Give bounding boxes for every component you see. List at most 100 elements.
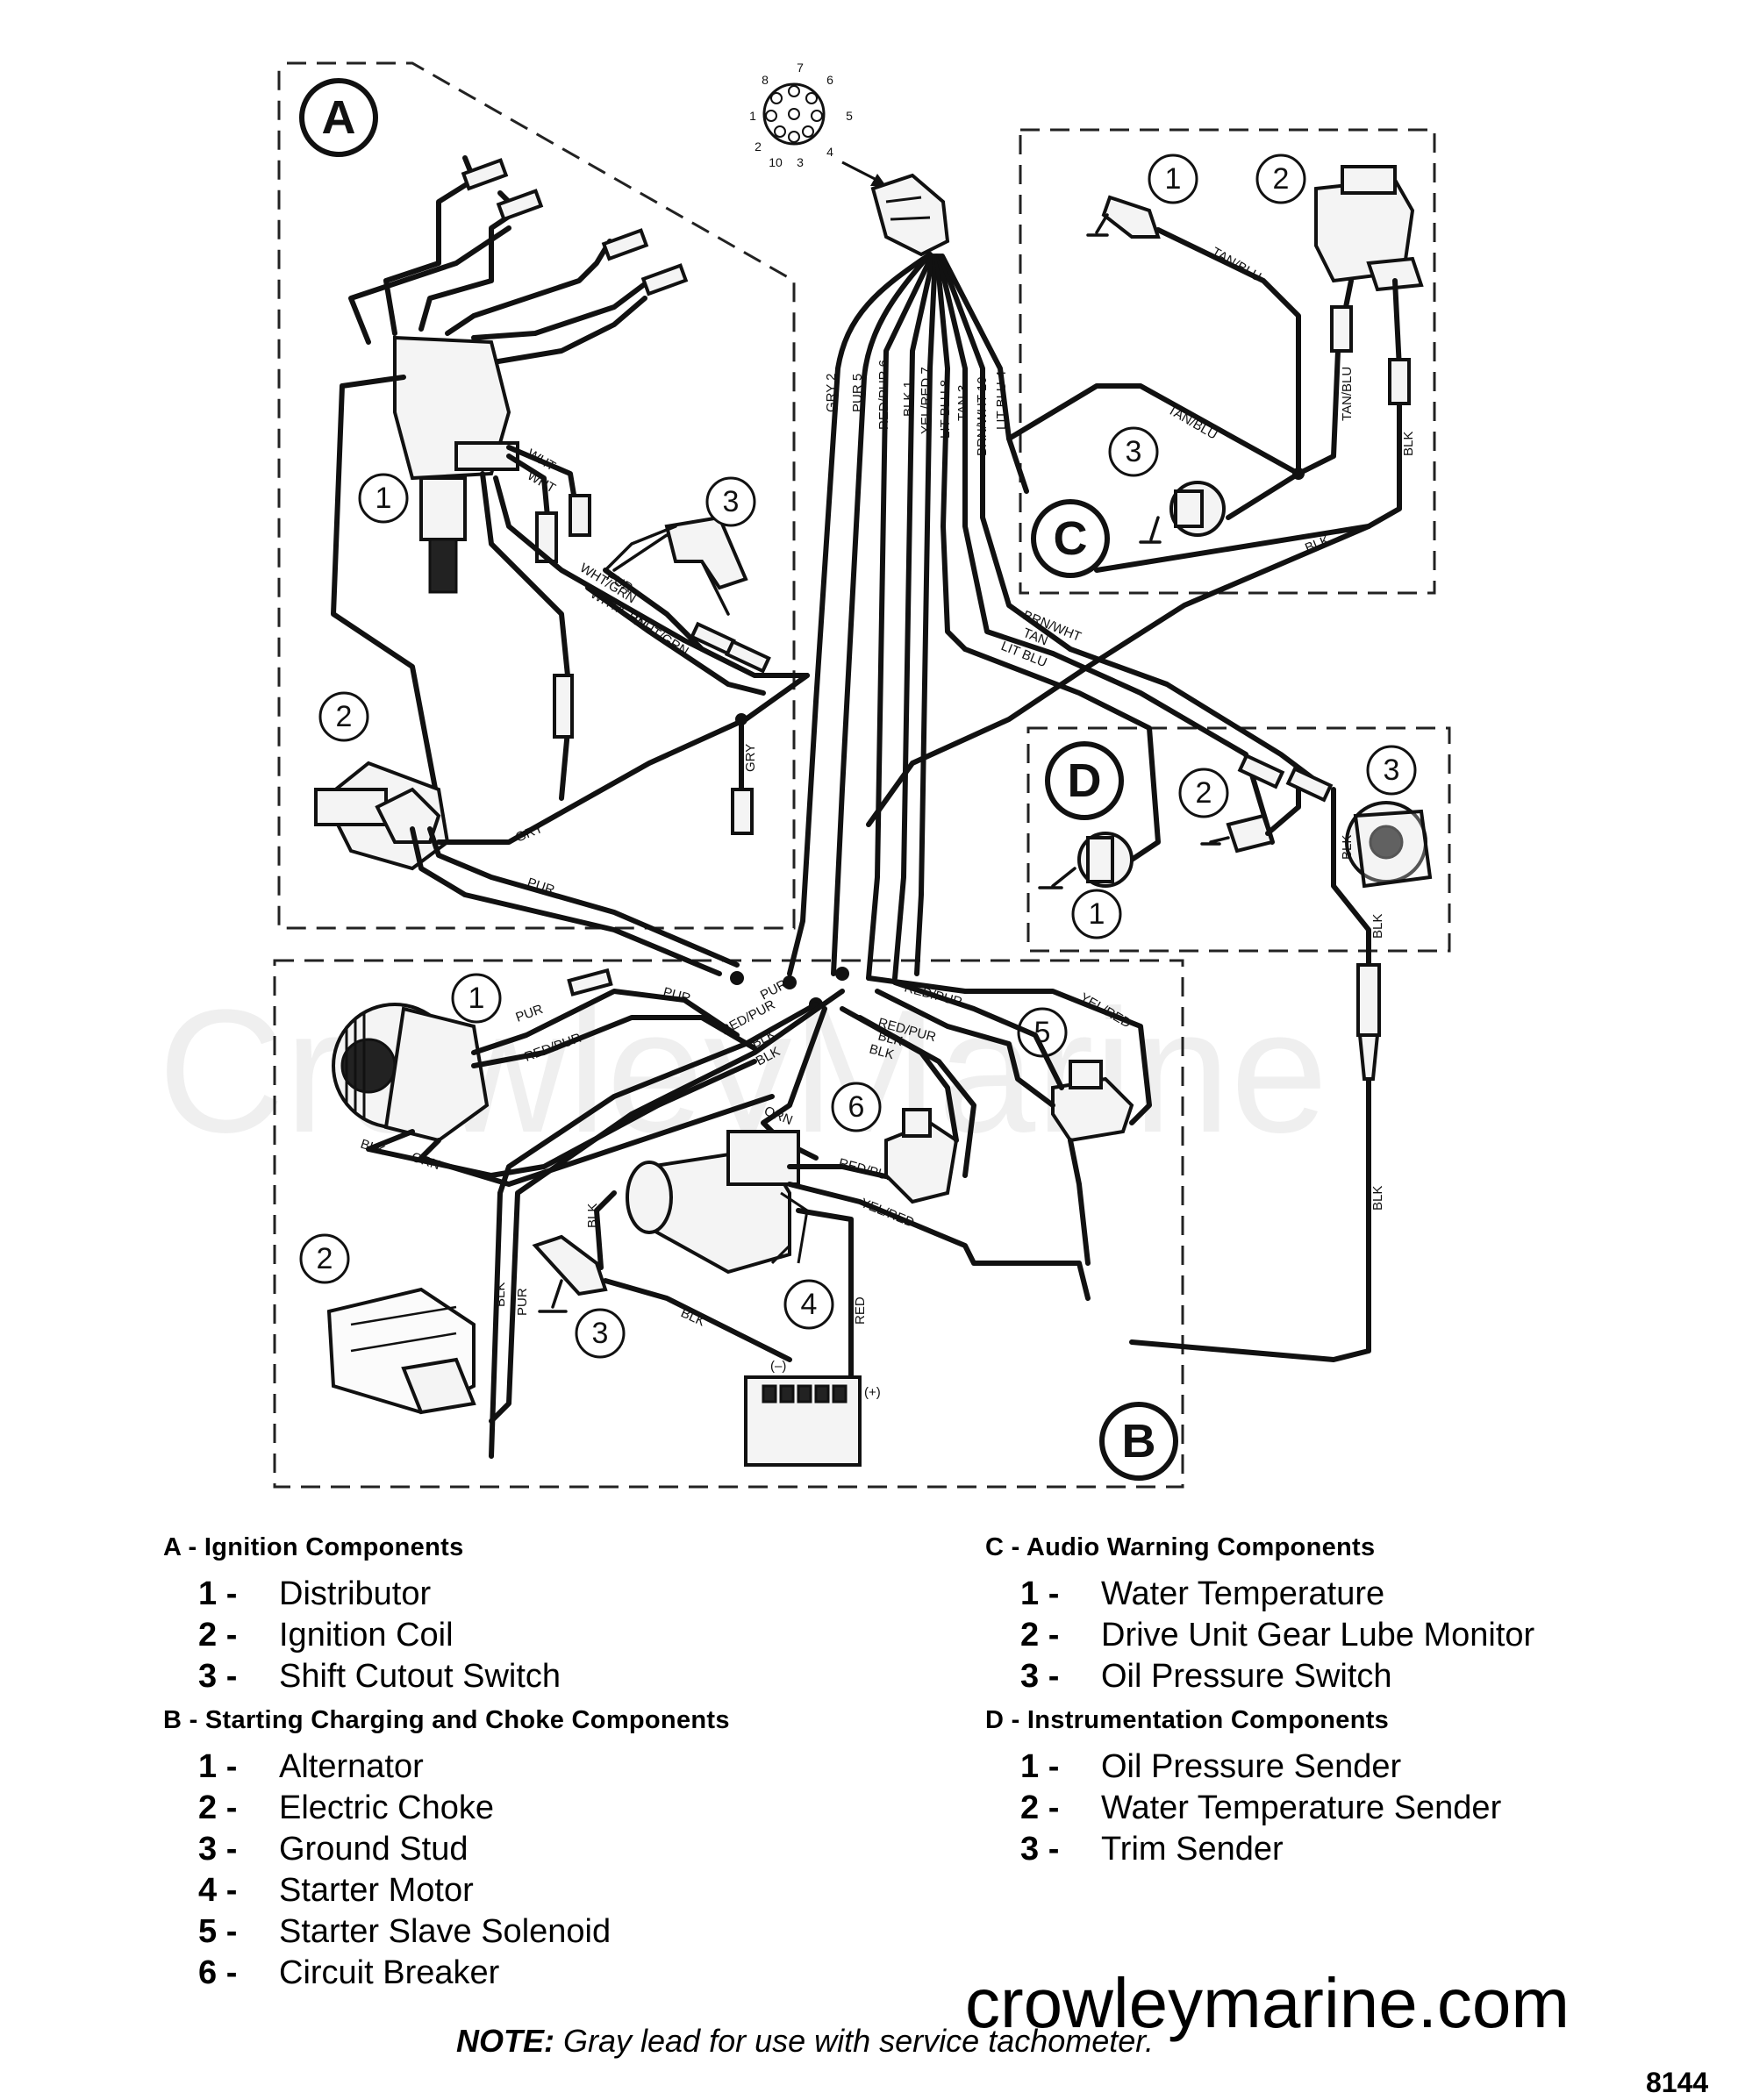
- svg-text:C: C: [1054, 512, 1088, 565]
- trim-sender-callout: 3: [1366, 745, 1417, 796]
- blk-to-choke-wire: [489, 989, 845, 1424]
- starter-motor: [626, 1130, 809, 1275]
- gear-blk-wire: [1094, 278, 1402, 573]
- legend-item: 2 -Ignition Coil: [198, 1617, 454, 1654]
- svg-text:RED/PUR 6: RED/PUR 6: [876, 360, 891, 430]
- svg-text:7: 7: [797, 61, 804, 75]
- coil-pur-wire-2: [427, 826, 740, 968]
- svg-text:GRY: GRY: [743, 744, 758, 772]
- legend-item: 1 -Oil Pressure Sender: [1020, 1748, 1402, 1785]
- svg-text:1: 1: [375, 482, 392, 515]
- svg-text:LIT BLU 4: LIT BLU 4: [994, 371, 1009, 430]
- oil-pressure-lead: [1226, 471, 1301, 520]
- distributor-wht-lead: [506, 454, 551, 529]
- legend-heading-a: A - Ignition Components: [163, 1533, 464, 1561]
- svg-text:10: 10: [769, 155, 783, 169]
- slave-solenoid-callout: 5: [1017, 1007, 1068, 1058]
- legend-section-c: C - Audio Warning Components 1 -Water Te…: [985, 1533, 1722, 1697]
- legend-item: 6 -Circuit Breaker: [198, 1954, 500, 1991]
- svg-text:BLK: BLK: [678, 1305, 707, 1329]
- solenoid-lead: [1068, 1138, 1091, 1266]
- svg-text:BLK: BLK: [868, 1041, 896, 1062]
- svg-text:1: 1: [1089, 897, 1105, 931]
- battery: [744, 1375, 862, 1467]
- circuit-breaker: [884, 1108, 959, 1204]
- gear-lube-monitor: [1314, 165, 1424, 292]
- svg-text:BLK 1: BLK 1: [901, 381, 916, 417]
- svg-text:3: 3: [723, 485, 740, 518]
- svg-text:BLK: BLK: [585, 1204, 600, 1228]
- svg-text:WHT: WHT: [525, 468, 558, 496]
- svg-text:1: 1: [468, 982, 485, 1015]
- legend-left-column: A - Ignition Components 1 -Distributor 2…: [163, 1533, 953, 2003]
- legend-item: 1 -Water Temperature: [1020, 1575, 1385, 1612]
- ground-stud: [532, 1234, 608, 1313]
- legend-item: 2 -Drive Unit Gear Lube Monitor: [1020, 1617, 1535, 1654]
- battery-pos-label: (+): [864, 1385, 881, 1400]
- svg-text:2: 2: [1273, 162, 1290, 196]
- trim-sender: [1345, 801, 1433, 889]
- svg-text:4: 4: [801, 1288, 818, 1321]
- note: NOTE: Gray lead for use with service tac…: [456, 2023, 1154, 2060]
- svg-text:BLK: BLK: [1401, 432, 1416, 456]
- section-b-badge: B: [1099, 1402, 1178, 1481]
- svg-text:3: 3: [592, 1317, 609, 1350]
- svg-text:2: 2: [336, 700, 353, 733]
- alt-pur-wire: [471, 989, 740, 1055]
- legend-heading-c: C - Audio Warning Components: [985, 1533, 1376, 1561]
- alternator-callout: 1: [451, 973, 502, 1024]
- shift-cutout-callout: 3: [705, 476, 756, 527]
- water-temp-sender-callout: 2: [1178, 768, 1229, 818]
- ignition-coil: [314, 761, 450, 871]
- oil-pressure-switch: [1139, 481, 1226, 544]
- svg-text:3: 3: [1384, 754, 1400, 787]
- legend-item: 3 -Oil Pressure Switch: [1020, 1658, 1392, 1695]
- svg-text:2: 2: [1196, 776, 1212, 810]
- starter-red-cable: [796, 1208, 854, 1389]
- distributor-callout: 1 - 1: [358, 473, 409, 524]
- alt-blk-wire: [366, 1059, 757, 1178]
- legend-item: 5 -Starter Slave Solenoid: [198, 1913, 612, 1950]
- pur-to-choke-wire: [489, 1002, 819, 1459]
- lit-blu-wire: [962, 646, 1161, 862]
- main-harness: [787, 252, 1073, 981]
- blk-to-solenoid: [875, 989, 1055, 1108]
- water-temp-sender-lead: [1265, 778, 1301, 836]
- ground-stud-callout: 3: [575, 1308, 626, 1359]
- section-d-badge: D: [1045, 741, 1124, 820]
- legend-item: 3 -Trim Sender: [1020, 1831, 1284, 1868]
- section-c-badge: C: [1031, 499, 1110, 578]
- connector-pinout: 7 8 6 1 5 2 10 3 4: [749, 61, 886, 186]
- svg-text:PUR: PUR: [515, 1288, 530, 1316]
- svg-text:BLK: BLK: [1370, 914, 1385, 939]
- legend-right-column: C - Audio Warning Components 1 -Water Te…: [985, 1533, 1722, 1879]
- alt-red-pur-wire: [471, 1015, 757, 1068]
- ignition-coil-callout: 2: [318, 691, 369, 742]
- svg-text:6: 6: [848, 1090, 865, 1124]
- battery-neg-cable: [603, 1278, 792, 1362]
- breaker-blk-wire: [857, 1015, 976, 1178]
- svg-text:5: 5: [846, 109, 853, 123]
- gear-lube-callout: 2: [1255, 154, 1306, 204]
- svg-text:TAN/BLU: TAN/BLU: [1209, 245, 1263, 285]
- water-temperature-switch: [1086, 195, 1161, 239]
- legend-item: 4 -Starter Motor: [198, 1872, 474, 1909]
- tan-blu-wire-1: [1155, 227, 1301, 476]
- wiring-diagram: CrowleyMarine A B C D 7 8 6 1 5 2 1: [158, 61, 1451, 1489]
- svg-text:GRY 2: GRY 2: [824, 374, 839, 412]
- svg-text:YEL/RED: YEL/RED: [859, 1196, 917, 1231]
- section-c-boundary: [1019, 128, 1436, 595]
- svg-text:GRY: GRY: [513, 821, 545, 846]
- svg-text:3: 3: [1126, 435, 1142, 468]
- yel-red-harness-wire: [866, 975, 1152, 1125]
- legend-item: 3 -Ground Stud: [198, 1831, 468, 1868]
- svg-text:TAN/BLU: TAN/BLU: [1340, 367, 1355, 421]
- svg-text:2: 2: [317, 1242, 333, 1275]
- svg-text:6: 6: [826, 73, 833, 87]
- starter-yel-red-wire: [787, 1182, 1091, 1301]
- ground-blk-lead: [594, 1190, 617, 1270]
- oil-pressure-switch-callout: 3: [1108, 426, 1159, 477]
- svg-text:BLK: BLK: [493, 1282, 508, 1307]
- section-a-boundary: [277, 61, 796, 930]
- section-a-badge: A: [299, 78, 378, 157]
